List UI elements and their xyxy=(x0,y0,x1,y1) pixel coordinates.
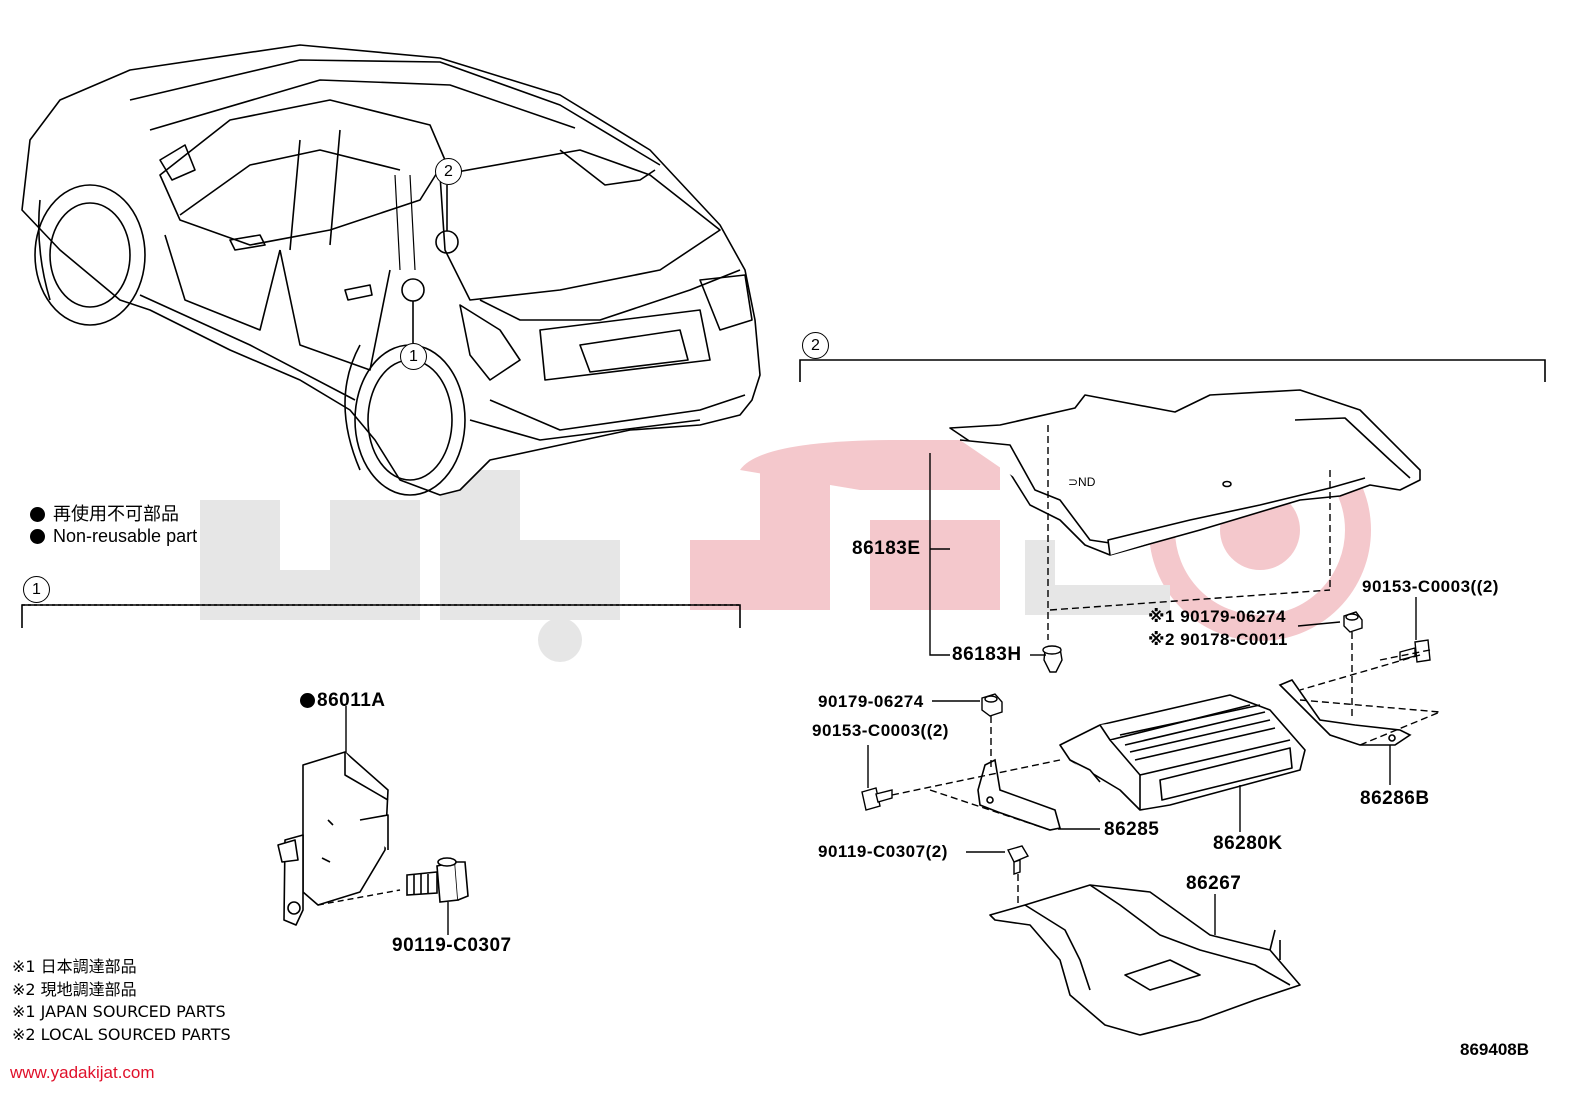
part-label-86267[interactable]: 86267 xyxy=(1186,873,1242,894)
legend-ja: 再使用不可部品 xyxy=(30,500,179,526)
part-86280K-drawing xyxy=(1059,694,1306,811)
note-japan-sourced-en: ※1 JAPAN SOURCED PARTS xyxy=(12,1002,226,1021)
part-label-86183H[interactable]: 86183H xyxy=(952,644,1022,665)
part-label-86285[interactable]: 86285 xyxy=(1104,819,1160,840)
part-86286B-drawing xyxy=(1278,679,1412,746)
legend-en-text: Non-reusable part xyxy=(53,526,198,546)
part-label-90119-C0307[interactable]: 90119-C0307 xyxy=(392,935,512,956)
section-1-bracket xyxy=(21,604,741,628)
part-86011A-drawing xyxy=(277,751,389,926)
part-86285-drawing xyxy=(977,758,1062,831)
part-label-86011A-text: 86011A xyxy=(317,690,386,711)
callout-1-vehicle: 1 xyxy=(400,343,427,370)
section-2-bracket xyxy=(799,359,1546,382)
part-86267-drawing xyxy=(989,884,1301,1036)
bolt-90153-C0003-left-drawing xyxy=(861,787,893,811)
callout-2-vehicle: 2 xyxy=(435,158,462,185)
part-label-90119-C0307-2[interactable]: 90119-C0307(2) xyxy=(818,842,948,861)
legend-ja-text: 再使用不可部品 xyxy=(53,504,179,524)
part-label-90153-C0003-right[interactable]: 90153-C0003((2) xyxy=(1362,577,1499,596)
svg-text:⊃ND: ⊃ND xyxy=(1068,475,1096,489)
watermark-url[interactable]: www.yadakijat.com xyxy=(10,1063,155,1082)
non-reusable-dot-icon xyxy=(300,693,315,708)
legend-en: Non-reusable part xyxy=(30,526,197,547)
part-label-86280K[interactable]: 86280K xyxy=(1213,833,1283,854)
part-label-90179-06274-jp[interactable]: ※1 90179-06274 xyxy=(1148,607,1286,626)
nut-90179-06274-drawing xyxy=(981,693,1003,717)
note-japan-sourced-ja: ※1 日本調達部品 xyxy=(12,957,137,976)
part-86183H-drawing xyxy=(1042,645,1063,673)
diagram-code: 869408B xyxy=(1460,1040,1530,1059)
part-86183E-drawing: ⊃ND xyxy=(949,389,1421,556)
callout-1-section: 1 xyxy=(23,576,50,603)
note-local-sourced-en: ※2 LOCAL SOURCED PARTS xyxy=(12,1025,231,1044)
part-label-86011A[interactable]: 86011A xyxy=(300,690,386,712)
non-reusable-dot-icon xyxy=(30,529,45,544)
callout-2-section: 2 xyxy=(802,332,829,359)
nut-90178-C0011-drawing xyxy=(1343,611,1363,633)
note-local-sourced-ja: ※2 現地調達部品 xyxy=(12,980,137,999)
leaders-section-2 xyxy=(867,425,1441,935)
bolt-90119-C0307-drawing xyxy=(406,857,469,903)
watermark-logo xyxy=(200,419,1371,662)
part-label-86183E[interactable]: 86183E xyxy=(852,538,921,559)
leaders-section-1 xyxy=(317,706,449,935)
non-reusable-dot-icon xyxy=(30,507,45,522)
bolt-90119-C0307-2-drawing xyxy=(1006,845,1030,875)
part-label-90179-06274[interactable]: 90179-06274 xyxy=(818,692,924,711)
part-label-90153-C0003-left[interactable]: 90153-C0003((2) xyxy=(812,721,949,740)
part-label-86286B[interactable]: 86286B xyxy=(1360,788,1430,809)
part-label-90178-C0011[interactable]: ※2 90178-C0011 xyxy=(1148,630,1288,649)
vehicle-illustration xyxy=(21,44,761,496)
